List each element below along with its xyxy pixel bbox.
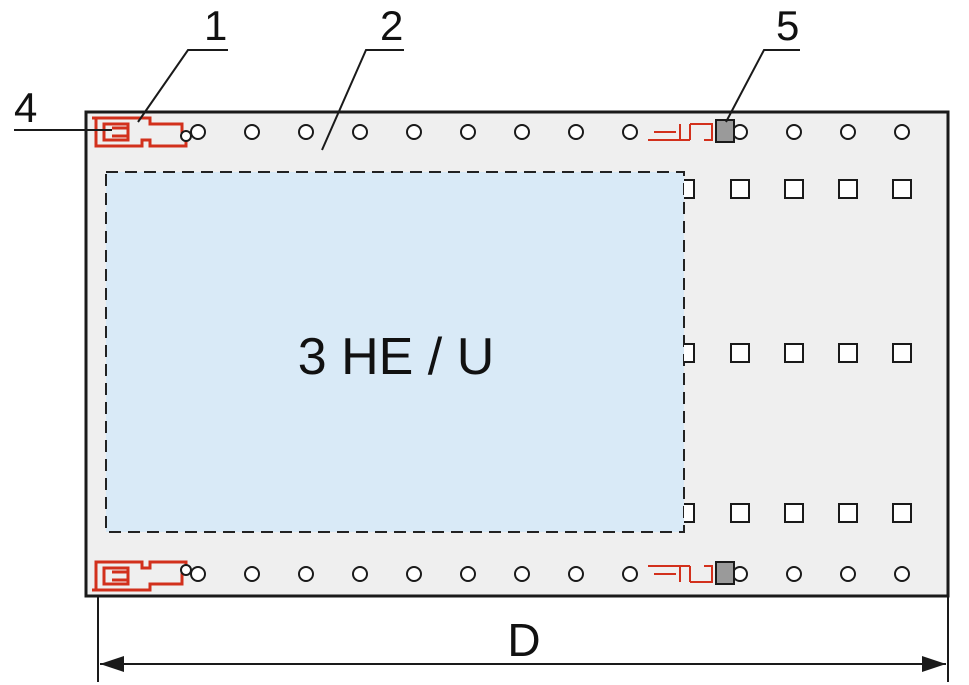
plug-in-module-area	[105, 171, 685, 533]
square-hole	[730, 343, 750, 363]
mounting-hole	[568, 566, 584, 582]
mounting-hole	[622, 566, 638, 582]
callout-1: 1	[204, 2, 227, 49]
mounting-hole	[840, 124, 856, 140]
square-hole	[784, 343, 804, 363]
depth-dimension	[97, 596, 949, 682]
square-hole	[892, 503, 912, 523]
mounting-hole	[352, 124, 368, 140]
square-hole	[892, 179, 912, 199]
mounting-hole	[568, 124, 584, 140]
mounting-hole	[244, 566, 260, 582]
mounting-hole	[894, 124, 910, 140]
top-guide-rail-clip	[715, 119, 735, 143]
mounting-hole	[732, 566, 748, 582]
mounting-hole	[190, 124, 206, 140]
callout-2: 2	[380, 2, 403, 49]
callout-leaders	[14, 49, 800, 151]
square-hole	[838, 503, 858, 523]
mounting-hole	[406, 124, 422, 140]
module-height-label: 3 HE / U	[298, 328, 495, 386]
depth-dimension-label: D	[507, 614, 540, 666]
square-hole	[784, 179, 804, 199]
mounting-hole	[352, 566, 368, 582]
square-hole	[784, 503, 804, 523]
mounting-hole	[894, 566, 910, 582]
mounting-hole	[732, 124, 748, 140]
mounting-hole	[460, 124, 476, 140]
square-hole-partial	[684, 343, 695, 363]
top-hole-row	[190, 124, 910, 140]
mounting-hole	[406, 566, 422, 582]
left-bottom-rail-profile	[92, 560, 188, 592]
callout-4: 4	[14, 84, 37, 131]
square-hole	[838, 343, 858, 363]
left-top-rail-screw	[180, 130, 192, 142]
square-hole-partial	[684, 503, 695, 523]
square-hole-grid	[684, 179, 912, 523]
top-guide-rail	[648, 123, 713, 141]
mounting-hole	[622, 124, 638, 140]
bottom-guide-rail-clip	[715, 561, 735, 585]
square-hole	[838, 179, 858, 199]
mounting-hole	[244, 124, 260, 140]
square-hole	[730, 179, 750, 199]
square-hole	[730, 503, 750, 523]
left-bottom-rail-screw	[180, 564, 192, 576]
mounting-hole	[298, 566, 314, 582]
mounting-hole	[190, 566, 206, 582]
mounting-hole	[840, 566, 856, 582]
mounting-hole	[786, 566, 802, 582]
bottom-hole-row	[190, 566, 910, 582]
mounting-hole	[460, 566, 476, 582]
mounting-hole	[514, 566, 530, 582]
mounting-hole	[514, 124, 530, 140]
mounting-hole	[786, 124, 802, 140]
square-hole	[892, 343, 912, 363]
mounting-hole	[298, 124, 314, 140]
square-hole-partial	[684, 179, 695, 199]
left-top-rail-profile	[92, 116, 188, 148]
bottom-guide-rail	[648, 565, 713, 583]
callout-5: 5	[776, 2, 799, 49]
